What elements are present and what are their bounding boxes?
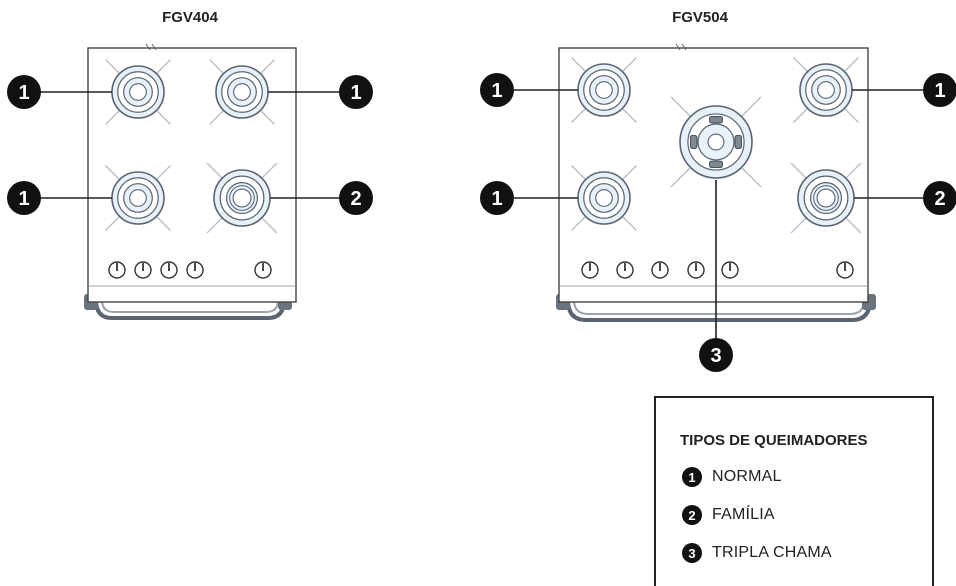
knob-fgv504-5: [721, 261, 739, 279]
legend-item-normal: 1 NORMAL: [682, 466, 782, 488]
knob-fgv504-3: [651, 261, 669, 279]
legend-title: TIPOS DE QUEIMADORES: [680, 432, 868, 449]
burner-fgv504-top-left: [571, 57, 637, 123]
callout-fgv504-top-left: 1: [480, 73, 578, 107]
callout-fgv504-bottom-right: 2: [854, 181, 956, 215]
knob-fgv504-4: [687, 261, 705, 279]
svg-text:2: 2: [934, 188, 945, 210]
knob-fgv404-2: [134, 261, 152, 279]
burner-fgv504-center-triple: [670, 96, 762, 188]
knob-fgv404-3: [160, 261, 178, 279]
knob-fgv504-2: [616, 261, 634, 279]
svg-text:1: 1: [18, 188, 29, 210]
svg-text:1: 1: [491, 188, 502, 210]
svg-text:1: 1: [18, 82, 29, 104]
svg-text:1: 1: [350, 82, 361, 104]
legend-badge-2: 2: [682, 505, 702, 525]
burner-fgv404-bottom-right: [206, 162, 278, 234]
legend-box: TIPOS DE QUEIMADORES 1 NORMAL 2 FAMÍLIA …: [654, 396, 934, 586]
model-title-fgv504: FGV504: [672, 9, 729, 26]
callout-fgv404-top-right: 1: [268, 75, 373, 109]
knob-fgv404-1: [108, 261, 126, 279]
legend-badge-3: 3: [682, 543, 702, 563]
knob-fgv504-6: [836, 261, 854, 279]
legend-label-familia: FAMÍLIA: [712, 506, 775, 523]
burner-fgv504-top-right: [793, 57, 859, 123]
legend-item-tripla-chama: 3 TRIPLA CHAMA: [682, 542, 832, 564]
svg-text:3: 3: [710, 345, 721, 367]
burner-fgv404-top-left: [105, 59, 171, 125]
legend-badge-1: 1: [682, 467, 702, 487]
svg-text:2: 2: [350, 188, 361, 210]
knob-fgv504-1: [581, 261, 599, 279]
burner-fgv404-top-right: [209, 59, 275, 125]
callout-fgv504-center: 3: [699, 180, 733, 372]
legend-item-familia: 2 FAMÍLIA: [682, 504, 775, 526]
callout-fgv504-top-right: 1: [852, 73, 956, 107]
legend-label-tripla-chama: TRIPLA CHAMA: [712, 544, 832, 561]
callout-fgv404-bottom-left: 1: [7, 181, 112, 215]
callout-fgv404-bottom-right: 2: [270, 181, 373, 215]
burner-fgv504-bottom-left: [571, 165, 637, 231]
callout-fgv404-top-left: 1: [7, 75, 112, 109]
knob-fgv404-6: [254, 261, 272, 279]
knob-fgv404-4: [186, 261, 204, 279]
burner-fgv404-bottom-left: [105, 165, 171, 231]
callout-fgv504-bottom-left: 1: [480, 181, 578, 215]
model-title-fgv404: FGV404: [162, 9, 219, 26]
burner-fgv504-bottom-right: [790, 162, 862, 234]
svg-text:1: 1: [491, 80, 502, 102]
svg-text:1: 1: [934, 80, 945, 102]
legend-label-normal: NORMAL: [712, 468, 782, 485]
